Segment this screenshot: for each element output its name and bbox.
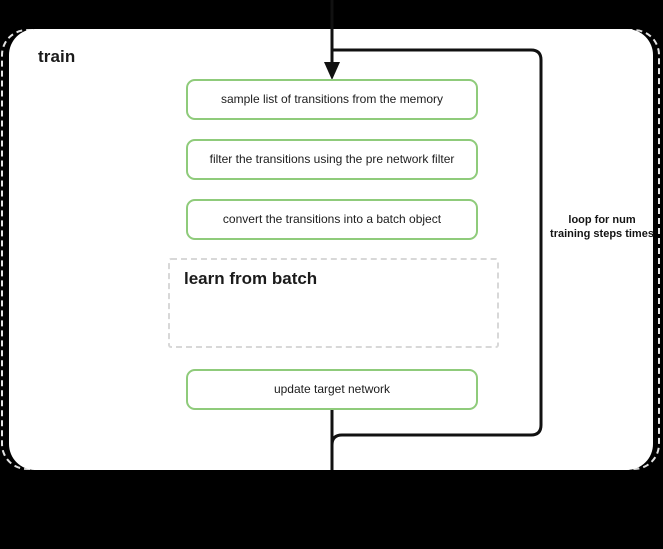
step-sample-transitions[interactable]: sample list of transitions from the memo… [186,79,478,120]
step-label: convert the transitions into a batch obj… [222,212,442,227]
step-label: update target network [273,382,391,397]
step-label: filter the transitions using the pre net… [209,152,455,167]
page-title: train [38,47,76,66]
learn-from-batch-group[interactable]: learn from batch [168,258,499,348]
step-convert-batch[interactable]: convert the transitions into a batch obj… [186,199,478,240]
step-update-target-network[interactable]: update target network [186,369,478,410]
learn-from-batch-title: learn from batch [184,269,318,288]
step-filter-transitions[interactable]: filter the transitions using the pre net… [186,139,478,180]
step-label: sample list of transitions from the memo… [220,92,444,107]
loop-annotation-label: loop for num training steps times [550,214,654,241]
